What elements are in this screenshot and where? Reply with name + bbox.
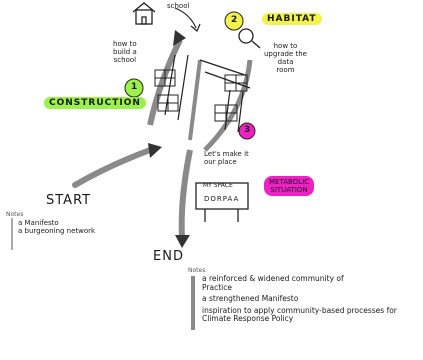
end-notes-item: inspiration to apply community-based pro… bbox=[188, 307, 412, 324]
school-arrow bbox=[175, 8, 200, 31]
step-3-number: 3 bbox=[244, 125, 251, 135]
construction-label: CONSTRUCTION bbox=[44, 98, 146, 108]
step-1-number: 1 bbox=[131, 82, 138, 92]
start-notes-item: a Manifesto bbox=[6, 219, 95, 227]
school-house-icon bbox=[133, 3, 155, 24]
end-notes-item: a strengthened Manifesto bbox=[188, 295, 412, 304]
end-label: END bbox=[153, 250, 184, 265]
start-label: START bbox=[46, 194, 91, 209]
how-to-upgrade-note: how to upgrade the data room bbox=[264, 42, 307, 74]
step-2-number: 2 bbox=[231, 15, 238, 25]
school-label: school bbox=[167, 2, 189, 10]
end-notes: Notes a reinforced & widened community o… bbox=[188, 268, 412, 324]
start-notes-header: Notes bbox=[6, 212, 95, 219]
sign-text: DORPAA bbox=[204, 195, 239, 203]
start-to-construction-arrow bbox=[75, 143, 162, 185]
to-end-arrow bbox=[175, 150, 190, 248]
end-notes-item: a reinforced & widened community of Prac… bbox=[188, 275, 372, 292]
lets-make-place-note: Let's make it our place bbox=[204, 150, 249, 166]
sign-caption: MY SPACE bbox=[203, 183, 233, 190]
magnifier-icon bbox=[239, 29, 260, 48]
metabolic-situation-label: METABOLIC SITUATION bbox=[264, 176, 314, 196]
how-to-build-school-note: how to build a school bbox=[113, 40, 137, 64]
habitat-label: HABITAT bbox=[262, 14, 322, 24]
start-notes: Notes a Manifesto a burgeoning network bbox=[6, 212, 95, 235]
start-notes-item: a burgeoning network bbox=[6, 227, 95, 235]
